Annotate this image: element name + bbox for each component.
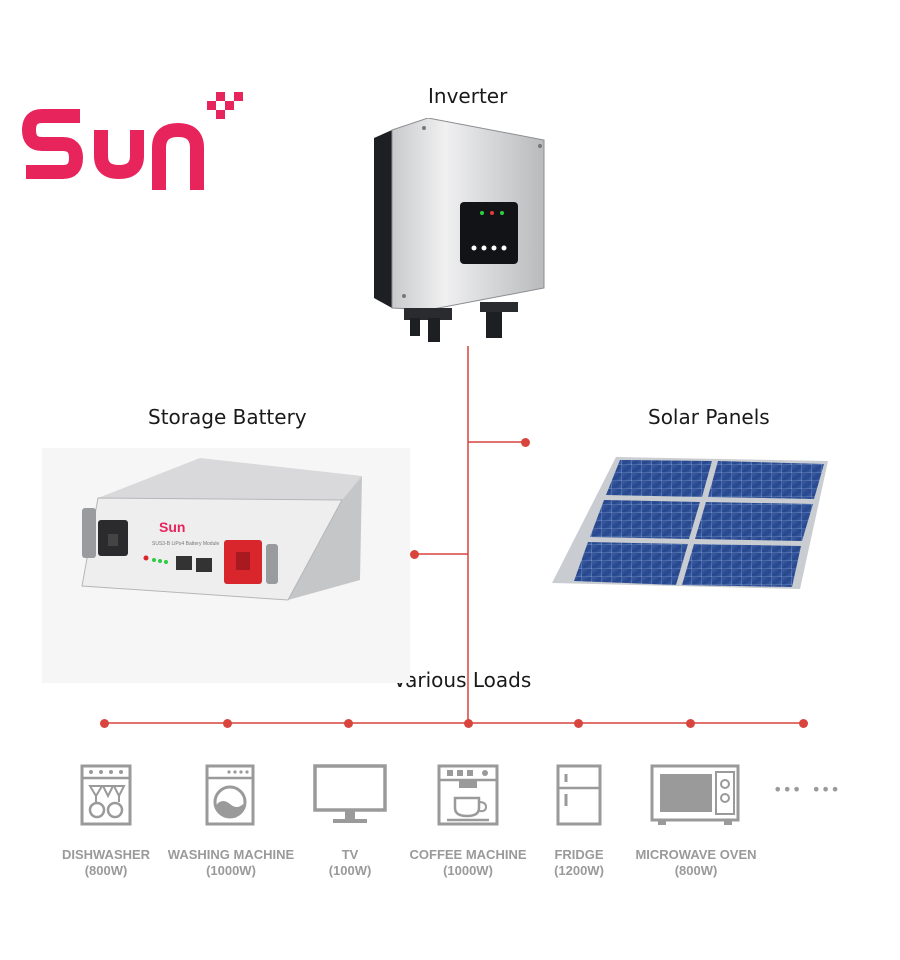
load-bus-node bbox=[344, 719, 353, 728]
load-power: (1000W) bbox=[443, 863, 493, 878]
load-power: (1000W) bbox=[206, 863, 256, 878]
storage-battery-label: Storage Battery bbox=[148, 405, 307, 429]
load-bus-node bbox=[464, 719, 473, 728]
fridge-icon bbox=[556, 764, 602, 826]
load-microwave-oven: MICROWAVE OVEN (800W) bbox=[626, 847, 766, 879]
battery-connection-node bbox=[410, 550, 419, 559]
load-power: (1200W) bbox=[554, 863, 604, 878]
load-name: FRIDGE bbox=[554, 847, 604, 862]
load-name: COFFEE MACHINE bbox=[409, 847, 527, 862]
microwave-icon bbox=[650, 764, 740, 826]
load-bus-node bbox=[686, 719, 695, 728]
load-name: MICROWAVE OVEN bbox=[635, 847, 757, 862]
inverter-image bbox=[374, 118, 549, 346]
inverter-label: Inverter bbox=[428, 84, 508, 108]
tv-icon bbox=[313, 764, 387, 826]
brand-logo bbox=[18, 90, 253, 200]
load-name: DISHWASHER bbox=[61, 847, 151, 862]
load-bus-node bbox=[100, 719, 109, 728]
load-tv: TV (100W) bbox=[310, 847, 390, 879]
solar-connection-node bbox=[521, 438, 530, 447]
coffee-machine-icon bbox=[437, 764, 499, 826]
solar-panels-image bbox=[552, 457, 830, 593]
washing-machine-icon bbox=[205, 764, 255, 826]
load-dishwasher: DISHWASHER (800W) bbox=[56, 847, 156, 879]
storage-battery-image: Sun SUS3-B LiPo4 Battery Module bbox=[42, 448, 410, 683]
battery-logo: Sun bbox=[159, 519, 186, 535]
load-bus-node bbox=[574, 719, 583, 728]
load-bus-node bbox=[223, 719, 232, 728]
various-loads-label: Various Loads bbox=[393, 668, 532, 692]
load-power: (800W) bbox=[674, 863, 718, 878]
load-washing-machine: WASHING MACHINE (1000W) bbox=[161, 847, 301, 879]
load-name: WASHING MACHINE bbox=[167, 847, 295, 862]
load-power: (100W) bbox=[328, 863, 372, 878]
load-coffee-machine: COFFEE MACHINE (1000W) bbox=[403, 847, 533, 879]
load-power: (800W) bbox=[84, 863, 128, 878]
battery-module-text: SUS3-B LiPo4 Battery Module bbox=[152, 541, 220, 547]
load-bus-node bbox=[799, 719, 808, 728]
load-name: TV bbox=[341, 847, 359, 862]
solar-panels-label: Solar Panels bbox=[648, 405, 770, 429]
dishwasher-icon bbox=[80, 764, 132, 826]
more-loads-indicator: ••• ••• bbox=[773, 780, 840, 799]
load-fridge: FRIDGE (1200W) bbox=[539, 847, 619, 879]
